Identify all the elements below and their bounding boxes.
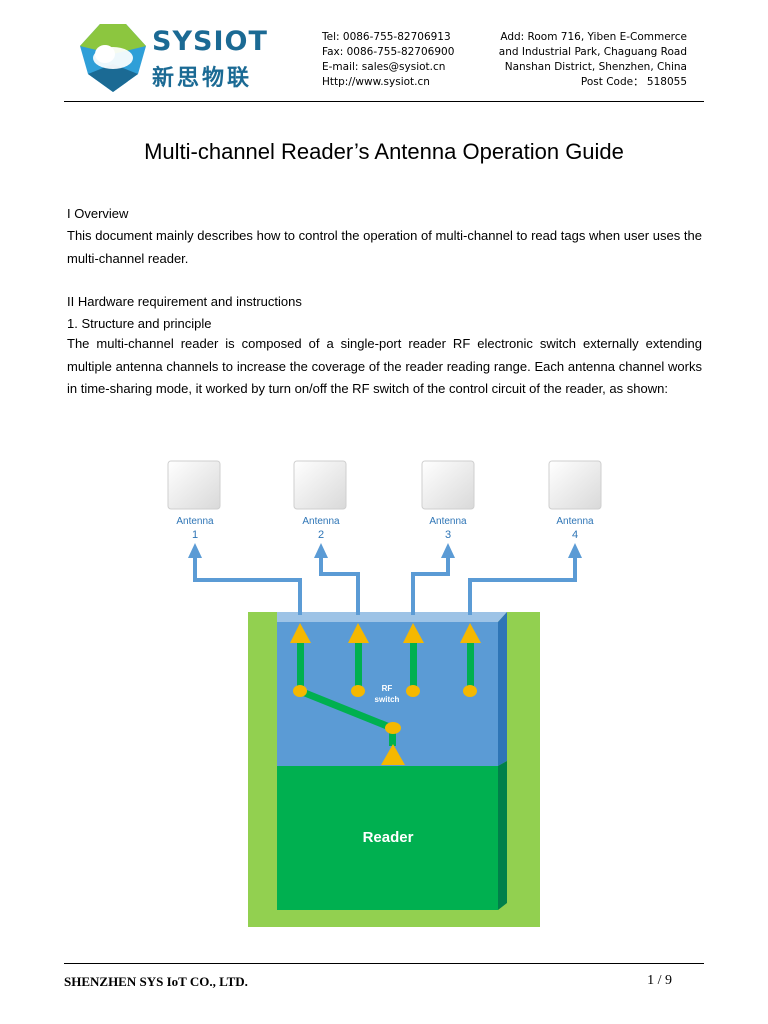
rf-switch-label-line-1: RF xyxy=(382,684,393,693)
contact-info-right: Add: Room 716, Yiben E-Commerce and Indu… xyxy=(480,30,687,90)
antenna-label-1: Antenna xyxy=(176,516,214,527)
switch-box-top-face xyxy=(277,612,507,622)
antenna-label-3: Antenna xyxy=(429,516,467,527)
reader-label: Reader xyxy=(363,829,414,846)
channel-node-4 xyxy=(463,685,477,697)
post-code-line: Post Code： 518055 xyxy=(580,76,687,88)
page-number: 1 / 9 xyxy=(647,973,672,988)
antenna-number-2: 2 xyxy=(318,529,324,541)
reader-box xyxy=(277,766,498,910)
arrow-head-4 xyxy=(568,543,582,558)
section-heading-overview: I Overview xyxy=(67,206,129,221)
antenna-number-3: 3 xyxy=(445,529,451,541)
connection-arrow-2 xyxy=(319,556,360,615)
antenna-structure-diagram: Antenna 1 Antenna 2 Antenna 3 Antenna 4 … xyxy=(160,455,605,930)
overview-paragraph: This document mainly describes how to co… xyxy=(67,228,702,266)
antenna-connection-arrows xyxy=(193,556,577,615)
page-title: Multi-channel Reader’s Antenna Operation… xyxy=(144,139,624,164)
channel-triangle-4 xyxy=(460,623,481,643)
company-logo: SYSIOT 新思物联 xyxy=(78,22,273,92)
antenna-panel-4 xyxy=(548,460,602,510)
connection-arrow-1 xyxy=(193,556,302,615)
section-heading-hardware: II Hardware requirement and instructions xyxy=(67,294,302,309)
structure-paragraph: The multi-channel reader is composed of … xyxy=(67,336,702,396)
arrow-head-1 xyxy=(188,543,202,558)
address-line-3: Nanshan District, Shenzhen, China xyxy=(504,61,687,73)
subheading-structure: 1. Structure and principle xyxy=(67,316,212,331)
logo-text: SYSIOT xyxy=(152,26,268,57)
antenna-panel-1 xyxy=(167,460,221,510)
switch-stem xyxy=(389,729,396,746)
connection-arrow-4 xyxy=(468,556,577,615)
reader-output-triangle xyxy=(381,744,405,765)
channel-node-3 xyxy=(406,685,420,697)
contact-info-left: Tel: 0086-755-82706913 Fax: 0086-755-827… xyxy=(322,30,454,90)
header-divider xyxy=(64,101,704,102)
fax-line: Fax: 0086-755-82706900 xyxy=(322,46,455,58)
switch-pivot-node xyxy=(385,722,401,734)
antenna-number-4: 4 xyxy=(572,529,578,541)
channel-node-2 xyxy=(351,685,365,697)
channel-bar-3 xyxy=(410,643,417,689)
website-line: Http://www.sysiot.cn xyxy=(322,76,430,88)
arrow-head-3 xyxy=(441,543,455,558)
channel-bar-4 xyxy=(467,643,474,689)
antenna-panel-3 xyxy=(421,460,475,510)
switch-arm xyxy=(298,687,394,732)
logo-emblem-icon xyxy=(80,24,146,92)
connection-arrow-3 xyxy=(411,556,450,615)
footer-divider xyxy=(64,963,704,964)
channel-triangle-3 xyxy=(403,623,424,643)
reader-box-side-face xyxy=(498,761,507,910)
address-line-2: and Industrial Park, Chaguang Road xyxy=(498,46,687,58)
logo-chinese-text: 新思物联 xyxy=(152,66,253,91)
channel-triangle-1 xyxy=(290,623,311,643)
antenna-panel-2 xyxy=(293,460,347,510)
switch-box-side-face xyxy=(498,612,507,766)
arrow-head-2 xyxy=(314,543,328,558)
channel-triangle-2 xyxy=(348,623,369,643)
channel-bar-2 xyxy=(355,643,362,689)
address-line-1: Add: Room 716, Yiben E-Commerce xyxy=(500,31,687,43)
email-line: E-mail: sales@sysiot.cn xyxy=(322,61,446,73)
channel-bar-1 xyxy=(297,643,304,689)
footer-company: SHENZHEN SYS IoT CO., LTD. xyxy=(64,974,248,989)
antenna-label-2: Antenna xyxy=(302,516,340,527)
tel-line: Tel: 0086-755-82706913 xyxy=(322,31,451,43)
antenna-number-1: 1 xyxy=(192,529,198,541)
channel-node-1 xyxy=(293,685,307,697)
rf-switch-label-line-2: switch xyxy=(375,695,400,704)
antenna-label-4: Antenna xyxy=(556,516,594,527)
